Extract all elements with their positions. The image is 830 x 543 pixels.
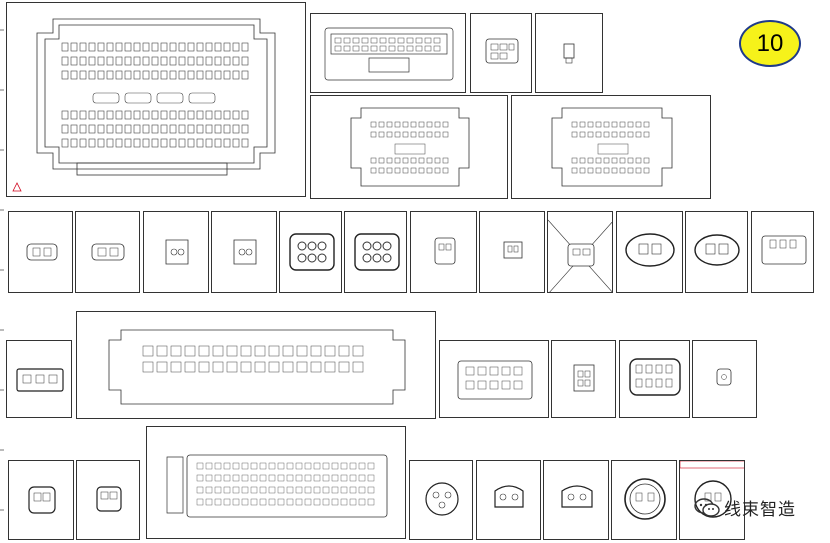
connector-6pin-b	[344, 211, 407, 293]
connector-bottom-red	[679, 460, 745, 540]
connector-3pin-a	[6, 340, 72, 418]
connector-2pin-b	[75, 211, 140, 293]
connector-bottom-a	[8, 460, 74, 540]
connector-face-mid-d	[692, 340, 757, 418]
connector-2pin-d	[211, 211, 277, 293]
watermark: 线束智造	[694, 494, 796, 520]
connector-oval-a	[616, 211, 683, 293]
connector-flat-a	[751, 211, 814, 293]
connector-face-drawing-a	[310, 95, 508, 199]
connector-2pin-e	[410, 211, 477, 293]
fuse-box-drawing	[6, 2, 306, 197]
connector-bottom-b	[76, 460, 140, 540]
connector-drawing-top-wide	[310, 13, 466, 93]
connector-ecu-wide	[146, 426, 406, 539]
connector-wide-24pin	[76, 311, 436, 419]
connector-face-mid-a	[439, 340, 549, 418]
connector-2pin-a	[8, 211, 73, 293]
connector-bottom-f	[611, 460, 677, 540]
connector-drawing-top-small-a	[470, 13, 532, 93]
connector-crossed-out	[547, 211, 613, 293]
watermark-text: 线束智造	[724, 499, 796, 520]
connector-bottom-c	[409, 460, 473, 540]
connector-bottom-e	[543, 460, 609, 540]
connector-2pin-c	[143, 211, 209, 293]
connector-face-drawing-b	[511, 95, 711, 199]
left-border-marks	[0, 0, 6, 543]
connector-2pin-f	[479, 211, 545, 293]
connector-face-mid-b	[551, 340, 616, 418]
wechat-icon	[694, 498, 720, 517]
connector-6pin-a	[279, 211, 342, 293]
connector-drawing-top-small-b	[535, 13, 603, 93]
connector-face-mid-c	[619, 340, 690, 418]
connector-bottom-d	[476, 460, 541, 540]
connector-oval-b	[685, 211, 748, 293]
page-number: 10	[756, 29, 784, 57]
page-number-badge: 10	[739, 20, 801, 67]
